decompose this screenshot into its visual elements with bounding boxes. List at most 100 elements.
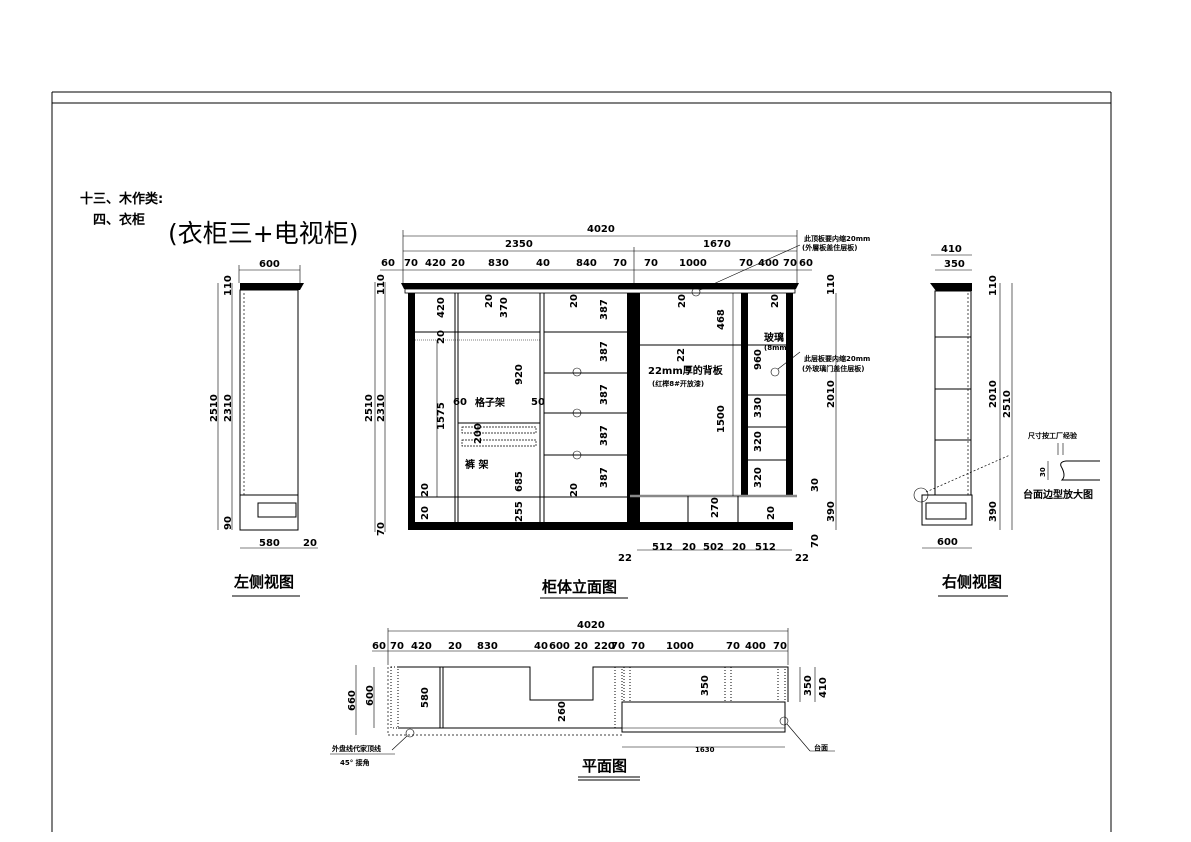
dimension-label: 840: [576, 258, 597, 269]
annotation-label: (外層板盖住层板): [802, 243, 857, 252]
dimension-label: 320: [753, 467, 764, 488]
dimension-label: 70: [783, 258, 797, 269]
dimension-label: 1500: [716, 405, 727, 433]
dimension-label: 1630: [695, 746, 715, 754]
dimension-label: 2310: [223, 394, 234, 422]
dimension-label: 22: [795, 553, 809, 564]
dimension-label: 20: [569, 483, 580, 497]
dimension-label: 320: [753, 431, 764, 452]
annotation-label: (8mm): [764, 344, 790, 352]
dimension-label: 30: [810, 478, 821, 492]
elevation-right-width: 1670: [703, 239, 731, 250]
dimension-label: 200: [473, 423, 484, 444]
elevation-view: [374, 230, 837, 551]
dimension-label: 468: [716, 309, 727, 330]
dimension-label: 2510: [1002, 390, 1013, 418]
dimension-label: 580: [259, 538, 280, 549]
detail-note: 尺寸按工厂经验: [1027, 431, 1078, 440]
drawing-title: (衣柜三+电视柜): [168, 219, 358, 248]
dimension-label: 387: [599, 467, 610, 488]
right-side-view: [913, 254, 1013, 549]
dimension-label: 2310: [376, 394, 387, 422]
dimension-label: 580: [420, 687, 431, 708]
dimension-label: 20: [682, 542, 696, 553]
dimension-label: 20: [770, 294, 781, 308]
dimension-label: 400: [758, 258, 779, 269]
subsection-heading: 四、衣柜: [93, 212, 145, 228]
plan-title: 平面图: [582, 757, 627, 775]
dimension-label: 502: [703, 542, 724, 553]
plan-countertop-label: 台面: [814, 743, 828, 752]
dimension-label: 960: [753, 349, 764, 370]
dimension-label: 350: [944, 259, 965, 270]
dimension-label: 2510: [209, 394, 220, 422]
dimension-label: 70: [644, 258, 658, 269]
dimension-label: 22: [676, 348, 687, 362]
dimension-label: 22: [618, 553, 632, 564]
dimension-label: 370: [499, 297, 510, 318]
dimension-label: 512: [755, 542, 776, 553]
elevation-total-width: 4020: [587, 224, 615, 235]
dimension-label: 20: [569, 294, 580, 308]
dimension-label: 70: [613, 258, 627, 269]
dimension-label: 60: [372, 641, 386, 652]
left-side-view: [217, 265, 318, 549]
dimension-label: 70: [390, 641, 404, 652]
dimension-label: 60: [381, 258, 395, 269]
dimension-label: 30: [1039, 467, 1047, 477]
dimension-label: 400: [745, 641, 766, 652]
dimension-label: 1575: [436, 402, 447, 430]
dimension-label: 410: [818, 677, 829, 698]
dimension-label: 110: [826, 274, 837, 295]
dimension-label: 390: [826, 501, 837, 522]
dimension-label: 70: [773, 641, 787, 652]
plan-view: [330, 628, 835, 755]
dimension-label: 387: [599, 384, 610, 405]
sheet-frame: [51, 91, 1112, 832]
annotation-label: 裤 架: [465, 458, 488, 471]
dimension-label: 600: [937, 537, 958, 548]
dimension-label: 220: [594, 641, 615, 652]
dimension-label: 350: [700, 675, 711, 696]
left-view-title: 左侧视图: [233, 573, 294, 591]
annotation-label: 22mm厚的背板: [648, 364, 724, 377]
dimension-label: 387: [599, 299, 610, 320]
dimension-label: 350: [803, 675, 814, 696]
dimension-label: 20: [420, 483, 431, 497]
dimension-label: 2510: [364, 394, 375, 422]
dimension-label: 420: [425, 258, 446, 269]
dimension-label: 330: [753, 397, 764, 418]
dimension-label: 512: [652, 542, 673, 553]
dimension-label: 600: [549, 641, 570, 652]
dimension-label: 90: [223, 516, 234, 530]
dimension-label: 2010: [826, 380, 837, 408]
dimension-label: 110: [223, 275, 234, 296]
dimension-label: 387: [599, 341, 610, 362]
annotation-label: 60: [453, 397, 467, 408]
annotation-label: 此层板要内缩20mm: [804, 354, 870, 363]
dimension-label: 20: [436, 330, 447, 344]
dimension-label: 20: [732, 542, 746, 553]
right-view-title: 右侧视图: [942, 573, 1002, 591]
dimension-label: 600: [365, 685, 376, 706]
dimension-label: 70: [404, 258, 418, 269]
dimension-label: 20: [451, 258, 465, 269]
dimension-label: 600: [259, 259, 280, 270]
dimension-label: 70: [611, 641, 625, 652]
dimension-label: 70: [739, 258, 753, 269]
dimension-label: 410: [941, 244, 962, 255]
section-heading: 十三、木作类:: [80, 191, 163, 207]
annotation-label: 此顶板要内缩20mm: [804, 234, 870, 243]
annotation-label: 格子架: [475, 396, 505, 409]
dimension-label: 920: [514, 364, 525, 385]
dimension-label: 830: [488, 258, 509, 269]
annotation-label: (红榉8#开放漆): [652, 379, 704, 388]
countertop-edge-detail: [1047, 443, 1100, 481]
dimension-label: 20: [303, 538, 317, 549]
dimension-label: 70: [726, 641, 740, 652]
dimension-label: 70: [376, 522, 387, 536]
dimension-label: 390: [988, 501, 999, 522]
dimension-label: 270: [710, 497, 721, 518]
dimension-label: 40: [534, 641, 548, 652]
